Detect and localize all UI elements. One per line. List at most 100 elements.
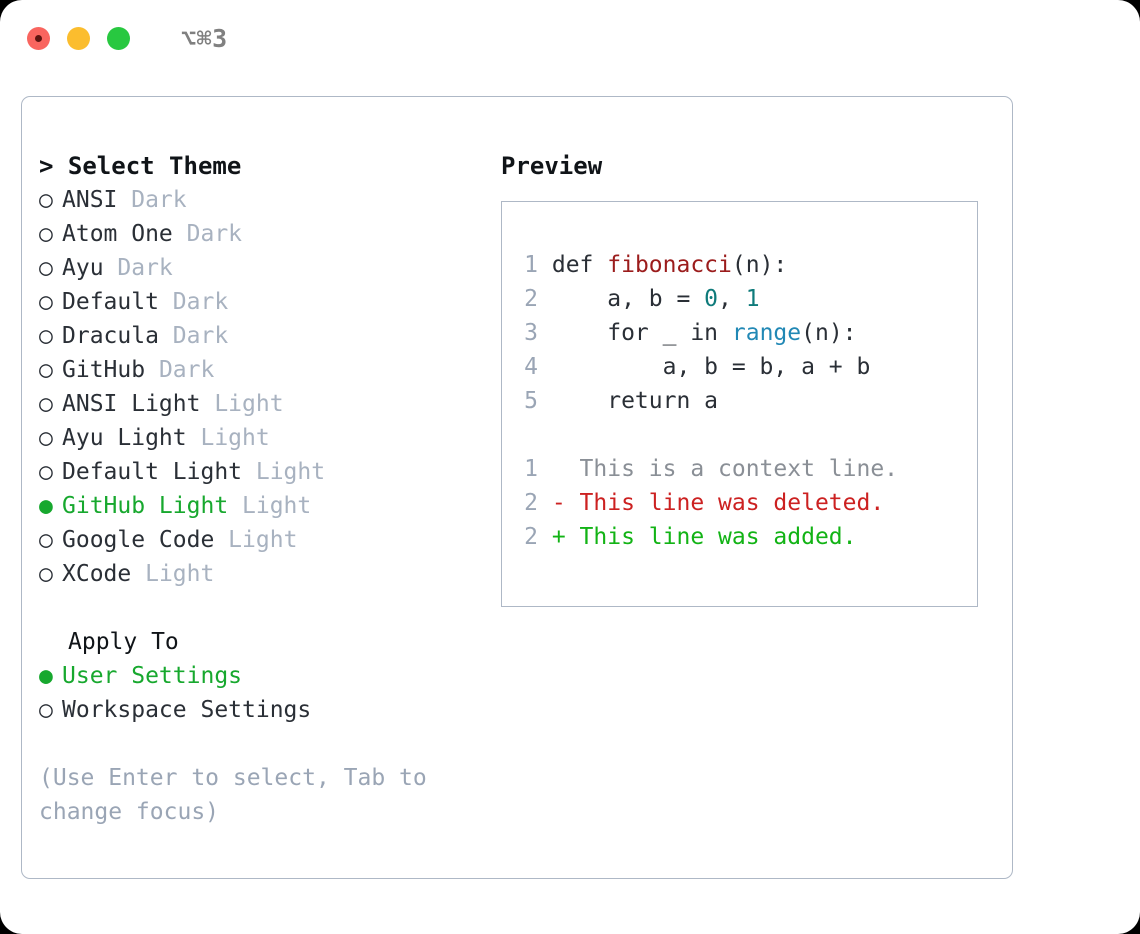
theme-list-item[interactable]: ○ Atom One Dark (39, 217, 479, 251)
apply-to-option-label: Workspace Settings (62, 697, 312, 723)
radio-unselected-icon: ○ (39, 323, 53, 349)
traffic-lights (27, 26, 130, 50)
code-token: range (731, 320, 802, 346)
radio-selected-icon: ● (39, 493, 53, 519)
theme-list-item[interactable]: ○ Google Code Light (39, 523, 479, 557)
radio-unselected-icon: ○ (39, 187, 53, 213)
apply-to-section: Apply To ●User Settings○Workspace Settin… (39, 625, 479, 727)
theme-name-label: GitHub Light (62, 493, 229, 519)
diff-lines: 1 This is a context line.2 - This line w… (515, 452, 898, 554)
code-line: 5 return a (515, 384, 898, 418)
theme-list-item[interactable]: ○ ANSI Light Light (39, 387, 479, 421)
theme-variant-badge: Dark (172, 221, 243, 247)
code-token: a, b = (538, 286, 705, 312)
code-token: 0 (704, 286, 719, 312)
code-token: (n): (801, 320, 857, 346)
preview-heading: Preview (501, 152, 603, 180)
code-token: return a (538, 388, 719, 414)
theme-name-label: Ayu (62, 255, 104, 281)
radio-unselected-icon: ○ (39, 425, 53, 451)
theme-list-item[interactable]: ● GitHub Light Light (39, 489, 479, 523)
diff-line-text: + This line was added. (538, 524, 857, 550)
diff-line: 1 This is a context line. (515, 452, 898, 486)
diff-line: 2 + This line was added. (515, 520, 898, 554)
theme-variant-badge: Light (242, 459, 326, 485)
theme-variant-badge: Dark (103, 255, 173, 281)
radio-unselected-icon: ○ (39, 697, 53, 723)
apply-to-option[interactable]: ○ Workspace Settings (39, 693, 479, 727)
apply-to-options: ● User Settings ○ Workspace Settings (39, 659, 479, 727)
theme-variant-badge: Light (186, 425, 270, 451)
code-spacer (515, 418, 898, 452)
theme-list-item[interactable]: ○GitHub Dark (39, 353, 479, 387)
theme-list-item[interactable]: ○ Ayu Dark (39, 251, 479, 285)
radio-unselected-icon: ○ (39, 459, 53, 485)
theme-variant-badge: Light (228, 493, 312, 519)
theme-variant-badge: Light (214, 527, 298, 553)
diff-line-text: This is a context line. (538, 456, 899, 482)
apply-to-option-label: User Settings (62, 663, 243, 689)
theme-list-item[interactable]: ○ Default Light Light (39, 455, 479, 489)
theme-variant-badge: Dark (158, 289, 229, 315)
keyboard-hint-text: (Use Enter to select, Tab to change focu… (39, 765, 427, 825)
diff-line-text: - This line was deleted. (538, 490, 885, 516)
radio-unselected-icon: ○ (39, 391, 53, 417)
code-line: 3 for _ in range(n): (515, 316, 898, 350)
theme-name-label: Ayu Light (62, 425, 187, 451)
theme-name-label: XCode (62, 561, 132, 587)
radio-selected-icon: ● (39, 663, 53, 689)
minimize-window-button[interactable] (67, 26, 90, 50)
code-token: def (538, 252, 608, 278)
code-token: 1 (745, 286, 760, 312)
theme-variant-badge: Dark (158, 323, 229, 349)
code-line: 4 a, b = b, a + b (515, 350, 898, 384)
theme-list: ○ ANSI Dark ○ Atom One Dark ○ Ayu Dark ○ Defaul… (39, 183, 479, 591)
diff-line: 2 - This line was deleted. (515, 486, 898, 520)
code-token: a, b = b, a + b (538, 354, 871, 380)
code-line: 2 a, b = 0, 1 (515, 282, 898, 316)
theme-name-label: ANSI (62, 187, 118, 213)
theme-name-label: Default Light (62, 459, 243, 485)
close-window-button[interactable] (27, 26, 50, 50)
theme-selector-column: > Select Theme ○ANSI Dark○Atom One Dark○… (39, 149, 479, 829)
main-panel: > Select Theme ○ANSI Dark○Atom One Dark○… (21, 96, 1013, 879)
theme-list-item[interactable]: ○ Default Dark (39, 285, 479, 319)
keyboard-shortcut-label: ⌥⌘3 (181, 23, 228, 53)
line-number: 2 (524, 286, 538, 312)
radio-unselected-icon: ○ (39, 289, 53, 315)
theme-variant-badge: Light (200, 391, 284, 417)
radio-unselected-icon: ○ (39, 221, 53, 247)
theme-list-item[interactable]: ○ XCode Light (39, 557, 479, 591)
line-number: 1 (524, 252, 538, 278)
title-bar: ⌥⌘3 (0, 0, 1140, 76)
apply-to-option[interactable]: ● User Settings (39, 659, 479, 693)
radio-unselected-icon: ○ (39, 357, 53, 383)
radio-unselected-icon: ○ (39, 527, 53, 553)
line-number: 3 (524, 320, 538, 346)
code-token: for _ in (538, 320, 732, 346)
code-line: 1 def fibonacci(n): (515, 248, 898, 282)
theme-name-label: ANSI Light (62, 391, 201, 417)
line-number: 1 (524, 456, 538, 482)
theme-name-label: Atom One (62, 221, 173, 247)
theme-name-label: Default (62, 289, 159, 315)
radio-unselected-icon: ○ (39, 255, 53, 281)
line-number: 4 (524, 354, 538, 380)
maximize-window-button[interactable] (107, 26, 130, 50)
code-token: (n): (731, 252, 788, 278)
theme-variant-badge: Dark (117, 187, 187, 213)
theme-name-label: Google Code (62, 527, 215, 553)
theme-variant-badge: Light (131, 561, 215, 587)
theme-list-item[interactable]: ○ Ayu Light Light (39, 421, 479, 455)
code-token: , (718, 286, 746, 312)
theme-list-item[interactable]: ○Dracula Dark (39, 319, 479, 353)
preview-column: Preview 1 def fibonacci(n):2 a, b = 0, 1… (501, 149, 1001, 607)
radio-unselected-icon: ○ (39, 561, 53, 587)
code-token: fibonacci (607, 252, 732, 278)
select-theme-heading: > Select Theme (39, 152, 242, 180)
theme-list-item[interactable]: ○ ANSI Dark (39, 183, 479, 217)
